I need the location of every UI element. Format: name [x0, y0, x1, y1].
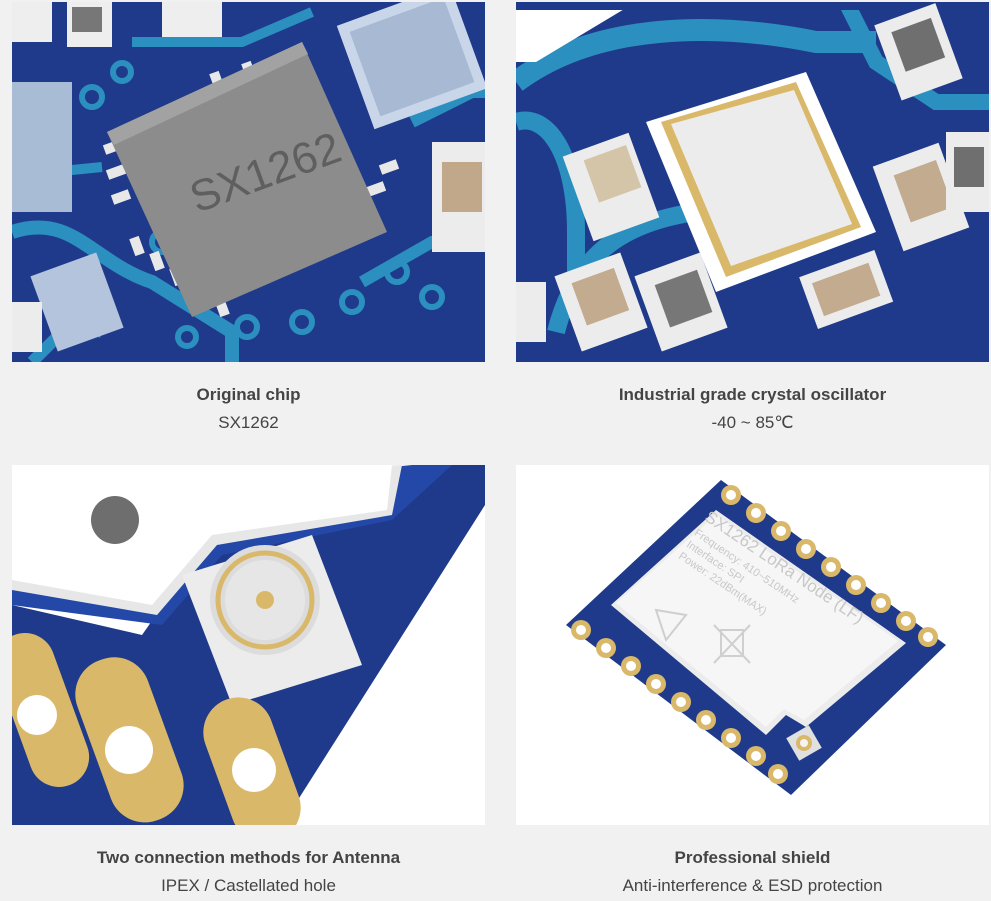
feature-title: Two connection methods for Antenna: [96, 848, 401, 867]
feature-title: Professional shield: [674, 848, 831, 867]
chip-image: SX1262: [12, 2, 485, 362]
feature-title: Original chip: [196, 385, 301, 404]
crystal-image: [516, 2, 989, 362]
feature-subtitle: -40 ~ 85℃: [711, 413, 794, 432]
feature-card-antenna: Two connection methods for Antenna IPEX …: [12, 465, 485, 896]
feature-card-chip: SX1262 Original chip SX1262: [12, 2, 485, 433]
esd-symbol-icon: [654, 608, 688, 643]
feature-card-shield: SX1262 LoRa Node (LF) Frequency: 410~510…: [516, 465, 989, 896]
feature-title: Industrial grade crystal oscillator: [618, 385, 887, 404]
antenna-image: [12, 465, 485, 825]
shield-image: SX1262 LoRa Node (LF) Frequency: 410~510…: [516, 465, 989, 825]
weee-bin-icon: [713, 624, 751, 664]
feature-subtitle: IPEX / Castellated hole: [161, 876, 336, 895]
feature-subtitle: SX1262: [218, 413, 279, 432]
feature-subtitle: Anti-interference & ESD protection: [622, 876, 883, 895]
feature-card-crystal: Industrial grade crystal oscillator -40 …: [516, 2, 989, 433]
